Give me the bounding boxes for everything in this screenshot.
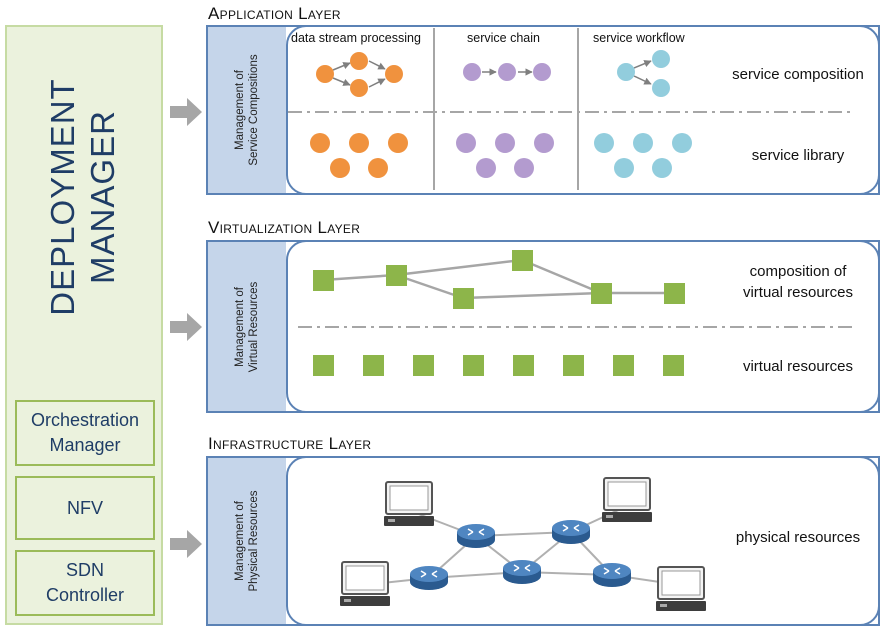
column-dividers	[433, 28, 579, 190]
server-icon	[383, 481, 435, 527]
sdn-controller-box: SDN Controller	[15, 550, 155, 616]
service-workflow-nodes	[617, 50, 670, 97]
row-label-virtual-resources: virtual resources	[742, 358, 854, 375]
data-stream-composition	[332, 60, 386, 88]
application-layer-title: Application Layer	[208, 4, 341, 23]
column-header-data-stream: data stream processing	[291, 31, 421, 45]
service-library-blue	[594, 133, 692, 178]
row-label-composition-virtual: composition of virtual resources	[742, 263, 854, 301]
router-icon	[456, 523, 496, 549]
service-library-purple	[456, 133, 554, 178]
row-label-service-composition: service composition	[732, 66, 864, 83]
nfv-box: NFV	[15, 476, 155, 540]
server-icon	[655, 566, 707, 612]
column-header-service-chain: service chain	[467, 31, 540, 45]
router-icon	[502, 559, 542, 585]
router-icon	[551, 519, 591, 545]
data-stream-nodes	[316, 52, 403, 97]
virtual-resource-pool	[313, 355, 684, 376]
router-icon	[592, 562, 632, 588]
arrow-right-icon	[170, 98, 202, 126]
application-layer: Management of Service Compositions	[206, 25, 880, 195]
row-label-service-library: service library	[751, 147, 845, 164]
server-icon	[339, 561, 391, 607]
service-library-orange	[310, 133, 408, 178]
physical-resources-management: Management of Physical Resources	[208, 458, 286, 624]
virtualization-layer-title: Virtualization Layer	[208, 218, 361, 237]
virtual-resources-management: Management of Virtual Resources	[208, 242, 286, 411]
router-icon	[409, 565, 449, 591]
service-compositions-management: Management of Service Compositions	[208, 27, 286, 193]
row-label-physical-resources: physical resources	[735, 529, 861, 546]
virtual-links	[322, 258, 674, 300]
infrastructure-layer-title: Infrastructure Layer	[208, 434, 372, 453]
orchestration-manager-box: Orchestration Manager	[15, 400, 155, 466]
arrow-right-icon	[170, 530, 202, 558]
service-workflow-edges	[633, 60, 652, 85]
arrow-right-icon	[170, 313, 202, 341]
server-icon	[601, 477, 653, 523]
virtual-composition-nodes	[313, 250, 685, 309]
service-chain-nodes	[463, 63, 551, 81]
column-header-service-workflow: service workflow	[593, 31, 685, 45]
